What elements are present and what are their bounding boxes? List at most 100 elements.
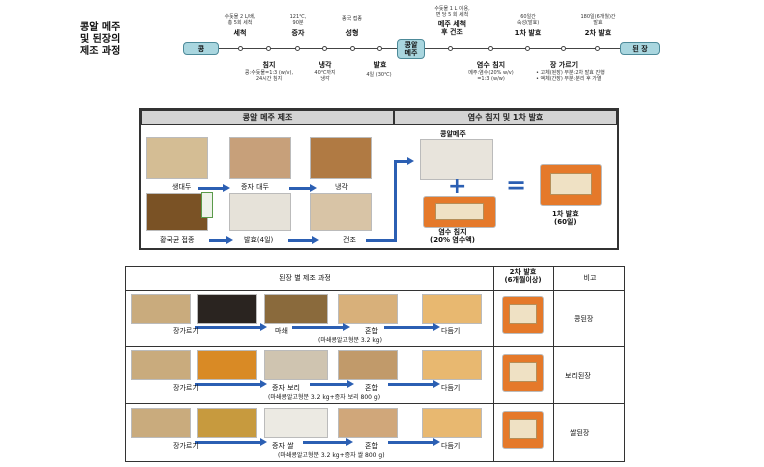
row-formula: (마쇄콩알고형분 3.2 kg+증자 쌀 800 g) [278, 452, 385, 459]
step-caption: 증자 쌀 [272, 442, 294, 450]
step-caption: 장가르기 [173, 384, 199, 392]
doenjang-table [125, 266, 625, 462]
split-liquid-photo [197, 350, 257, 380]
step-note: • 고체(된장) 부분:2차 발효 진행 • 액체(간장) 부분:분리 후 가열 [536, 70, 605, 82]
inoculated-photo [146, 193, 208, 231]
ferment-photo [502, 296, 544, 334]
meju-bag-photo [420, 139, 493, 180]
step-note: 121℃, 90분 [289, 14, 307, 26]
step-label: 메주 세척 후 건조 [437, 20, 467, 36]
caption-inoculation: 황국균 접종 [160, 236, 195, 244]
step-caption: 장가르기 [173, 442, 199, 450]
connector-line [394, 160, 397, 242]
step-note: 4일 (30℃) [366, 72, 392, 78]
rice-photo [264, 408, 328, 438]
table-header-ferment: 2차 발효 (6개월이상) [504, 268, 542, 284]
step-note: 종국 접종 [342, 16, 362, 22]
step-dot [525, 46, 530, 51]
split-photo [131, 408, 191, 438]
table-hline [125, 346, 625, 347]
step-note: 수돗물 1 L 이용, 면 당 5 회 세척 [434, 6, 470, 18]
step-label: 2차 발효 [584, 29, 612, 37]
flow-arrow [195, 438, 267, 446]
meju-label: 콩알메주 [440, 130, 466, 138]
flow-arrow [198, 184, 230, 192]
split-liquid-photo [197, 294, 257, 324]
ferment-photo [502, 354, 544, 392]
caption-cooled: 냉각 [335, 183, 348, 191]
flow-arrow [195, 380, 267, 388]
step-caption: 장가르기 [173, 327, 199, 335]
meju-panel [139, 108, 619, 250]
trimmed-photo [422, 294, 482, 324]
ferment-photo [502, 411, 544, 449]
steamed-soybean-photo [229, 137, 291, 179]
step-note: 40℃까지 냉각 [314, 70, 336, 82]
flow-arrow [209, 236, 233, 244]
end-node: 된 장 [620, 42, 660, 55]
step-caption: 다듬기 [441, 442, 461, 450]
table-header-process: 된장 별 제조 과정 [279, 274, 331, 282]
step-label: 성형 [345, 29, 359, 37]
flow-arrow [288, 236, 319, 244]
step-dot [266, 46, 271, 51]
step-dot [595, 46, 600, 51]
step-label: 1차 발효 [514, 29, 542, 37]
step-label: 발효 [373, 61, 387, 69]
table-hline [125, 403, 625, 404]
step-label: 증자 [291, 29, 305, 37]
split-liquid-photo [197, 408, 257, 438]
step-caption: 혼합 [365, 327, 378, 335]
step-label: 세척 [233, 29, 247, 37]
dried-photo [310, 193, 372, 231]
brine-label: 염수 침지 (20% 염수액) [430, 228, 475, 244]
flow-arrow [388, 438, 440, 446]
step-label: 장 가르기 [549, 61, 579, 69]
step-dot [322, 46, 327, 51]
step-dot [350, 46, 355, 51]
plus-sign: + [448, 174, 467, 199]
table-vline [553, 266, 554, 462]
mixed-photo [338, 294, 398, 324]
step-dot [488, 46, 493, 51]
step-caption: 다듬기 [441, 384, 461, 392]
mixed-photo [338, 408, 398, 438]
page-title: 콩알 메주 및 된장의 제조 과정 [80, 22, 121, 57]
trimmed-photo [422, 350, 482, 380]
flow-arrow [384, 323, 440, 331]
step-note: 60일간 숙성(발효) [516, 14, 540, 26]
step-dot [238, 46, 243, 51]
start-node: 콩 [183, 42, 219, 55]
flow-arrow [289, 184, 317, 192]
caption-steamed: 증자 대두 [241, 183, 269, 191]
trimmed-photo [422, 408, 482, 438]
brine-header: 염수 침지 및 1차 발효 [394, 110, 617, 125]
flow-arrow [394, 157, 414, 165]
meju-header: 콩알 메주 제조 [141, 110, 394, 125]
row-formula: (마쇄콩알고형분 3.2 kg+증자 보리 800 g) [268, 394, 381, 401]
brine-container-photo [423, 196, 496, 228]
split-photo [131, 350, 191, 380]
caption-dried: 건조 [343, 236, 356, 244]
table-hline [125, 290, 625, 291]
step-label: 냉각 [318, 61, 332, 69]
step-caption: 마쇄 [275, 327, 288, 335]
equals-sign: = [506, 171, 527, 199]
cooled-soybean-photo [310, 137, 372, 179]
step-dot [377, 46, 382, 51]
step-label: 염수 침지 [476, 61, 506, 69]
barley-photo [264, 350, 328, 380]
step-dot [448, 46, 453, 51]
step-note: 180일(6개월)간 발효 [580, 14, 616, 26]
ferment-container-photo [540, 164, 602, 206]
split-photo [131, 294, 191, 324]
step-dot [561, 46, 566, 51]
step-caption: 혼합 [365, 384, 378, 392]
raw-soybean-photo [146, 137, 208, 179]
table-header-note: 비고 [583, 274, 597, 282]
flow-arrow [303, 438, 353, 446]
step-caption: 다듬기 [441, 327, 461, 335]
koji-package-photo [201, 192, 213, 218]
fermented-photo [229, 193, 291, 231]
doenjang-name: 보리된장 [565, 372, 591, 380]
